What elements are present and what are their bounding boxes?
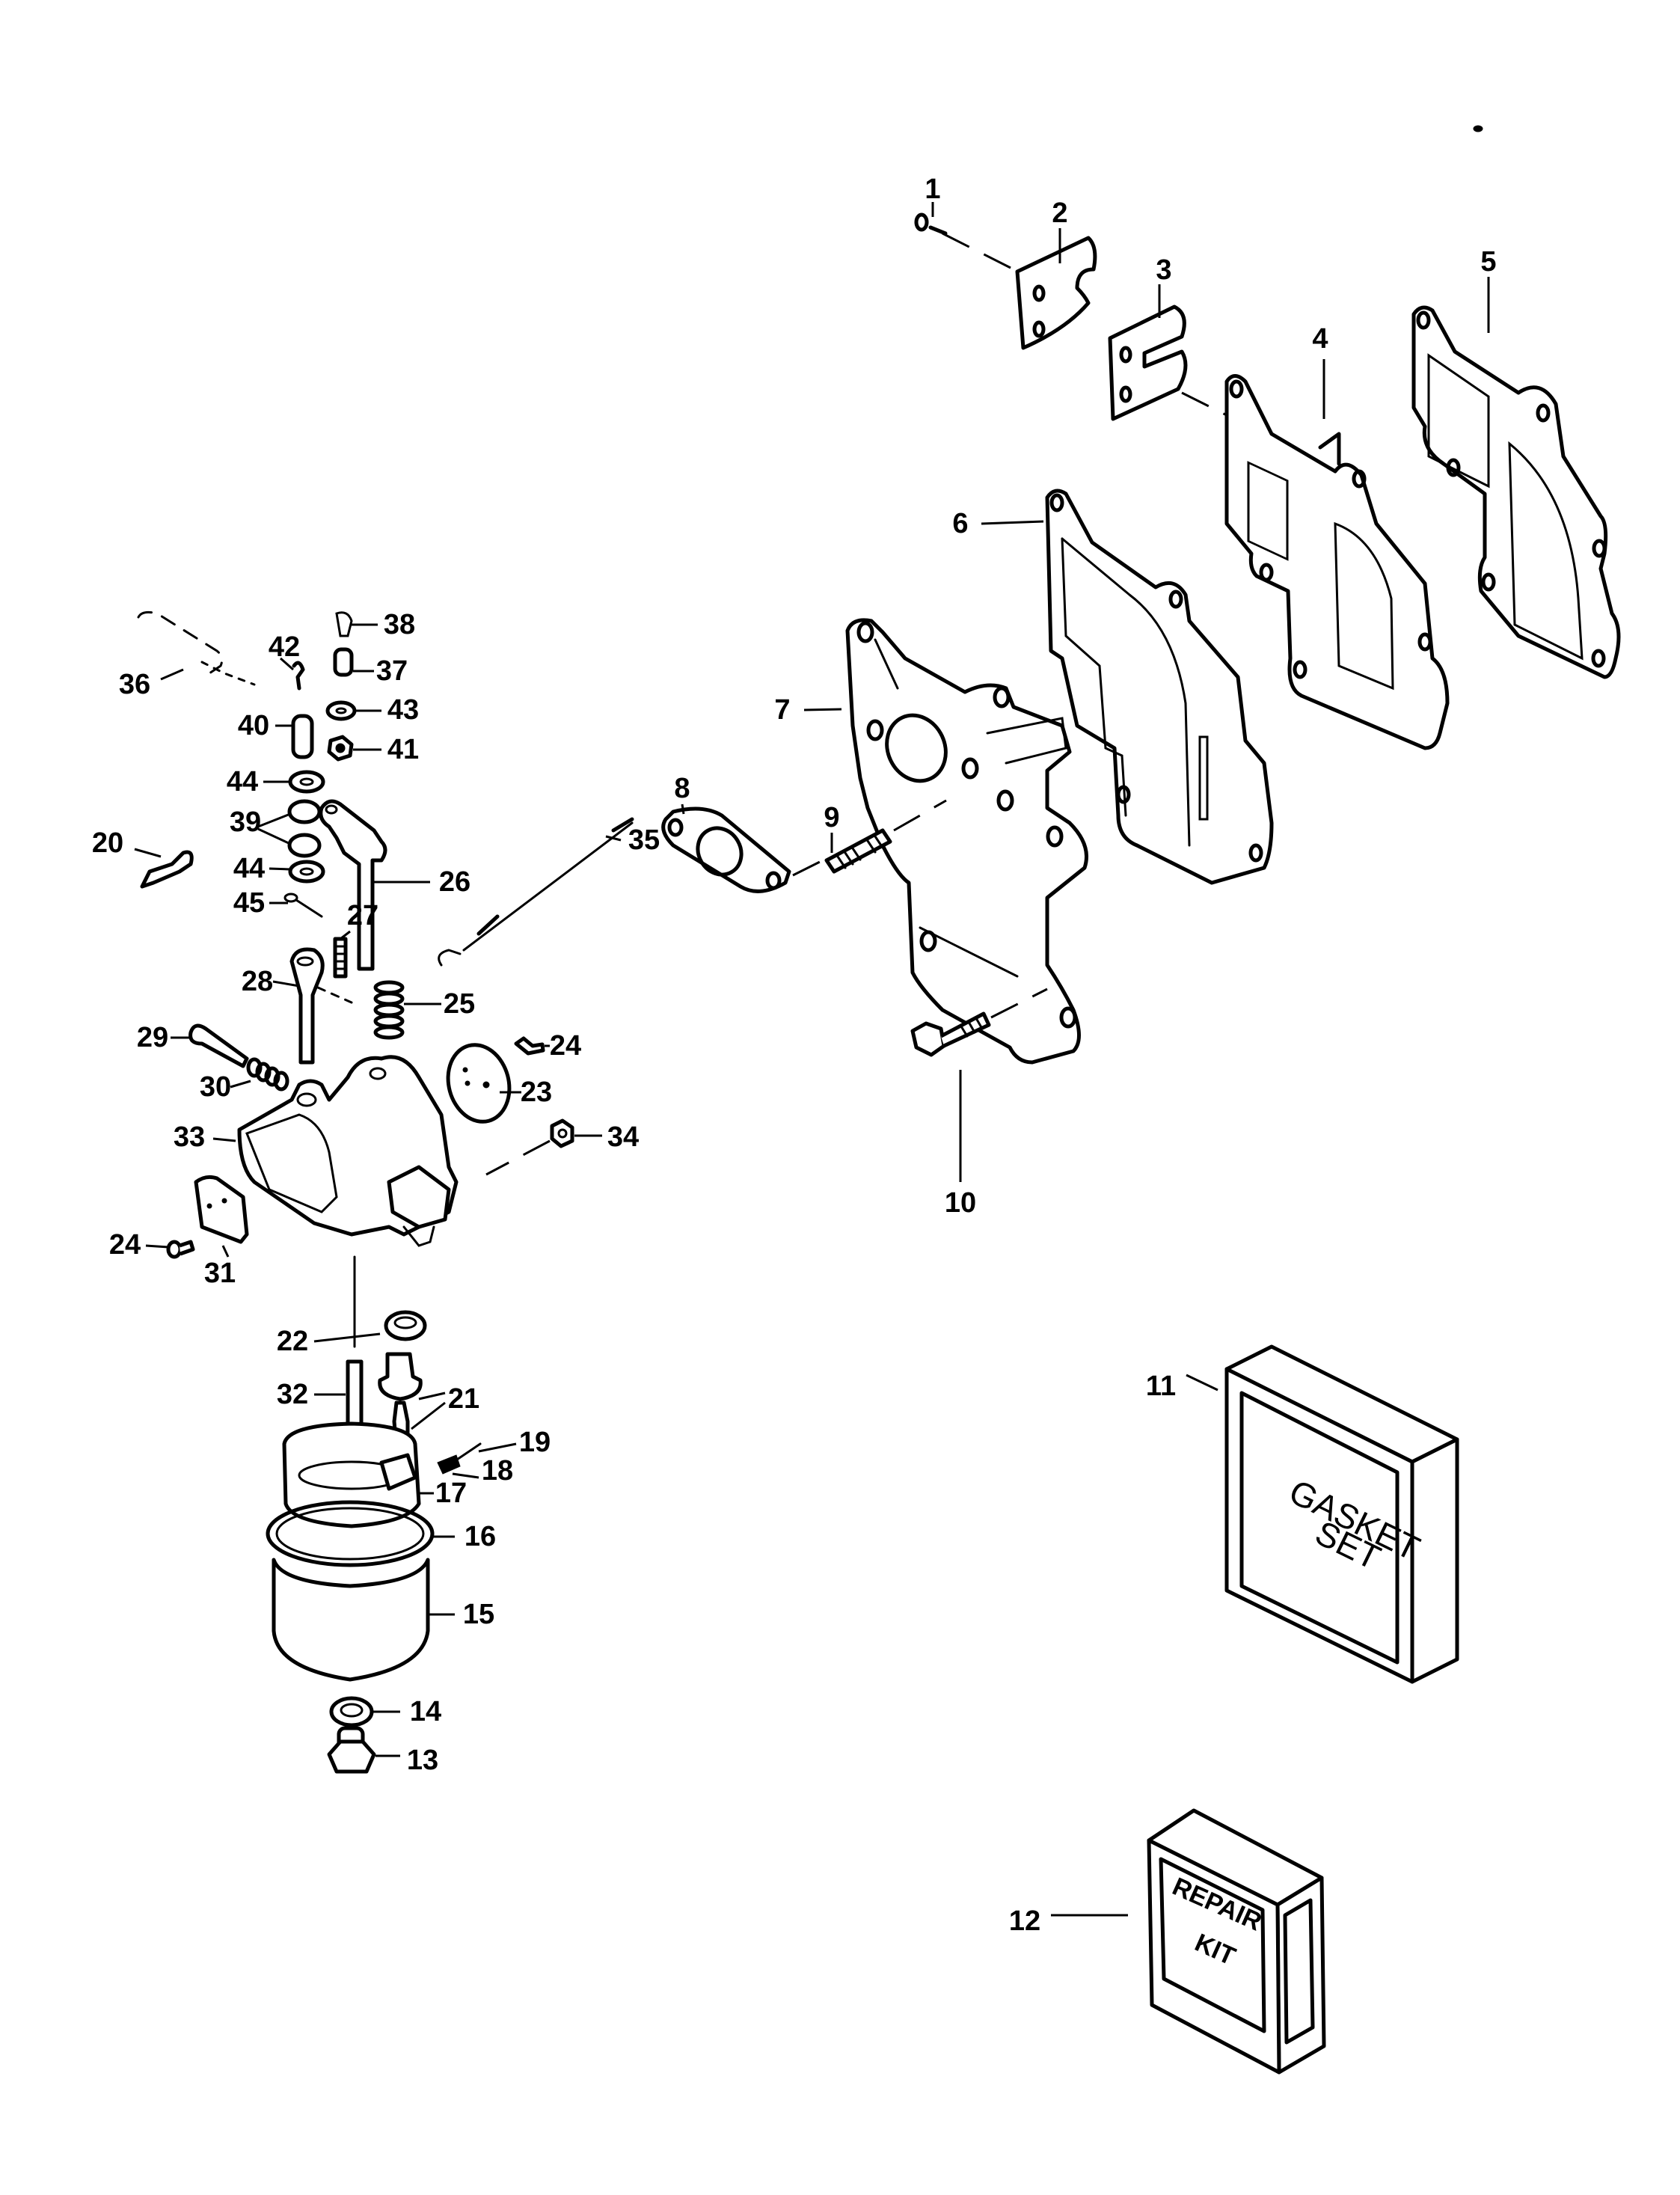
throttle-shaft-part-28 [272, 947, 353, 1065]
callout-24-lower: 24 [108, 1229, 141, 1261]
callout-3: 3 [1156, 254, 1172, 286]
repair-kit-box-part-12: REPAIR KIT [1051, 1808, 1326, 2075]
callout-36: 36 [118, 669, 151, 700]
callout-7: 7 [774, 694, 791, 726]
callout-12: 12 [1008, 1905, 1041, 1937]
callout-32: 32 [276, 1379, 309, 1410]
float-part-17 [282, 1421, 434, 1528]
callout-10: 10 [944, 1187, 977, 1219]
intake-manifold-part-7 [803, 618, 1088, 1065]
assembly-centerline [1181, 391, 1227, 417]
spring-part-27 [333, 930, 351, 979]
callout-22: 22 [276, 1326, 309, 1357]
gasket-set-box-part-11: GASKET SET [1186, 1344, 1459, 1684]
spring-part-18 [437, 1454, 479, 1479]
reed-valve-part-3 [1108, 284, 1188, 421]
drain-plug-part-13 [327, 1726, 400, 1774]
callout-35: 35 [628, 824, 660, 856]
callout-25: 25 [443, 988, 476, 1020]
callout-15: 15 [462, 1599, 495, 1630]
connector-part-20 [134, 848, 194, 889]
assembly-centerline [990, 988, 1048, 1019]
callout-40: 40 [237, 710, 270, 741]
spring-part-30 [230, 1057, 289, 1092]
callout-13: 13 [406, 1745, 439, 1776]
callout-43: 43 [387, 694, 420, 726]
callout-28: 28 [241, 966, 274, 997]
bowl-gasket-part-16 [266, 1500, 455, 1567]
bolt-part-10 [910, 1011, 991, 1182]
callout-37: 37 [375, 655, 408, 687]
callout-41: 41 [387, 734, 420, 765]
bushings-part-39 [257, 799, 322, 858]
callout-44-upper: 44 [226, 766, 259, 798]
callout-1: 1 [925, 174, 941, 205]
reed-block-part-4 [1224, 359, 1450, 750]
link-rod-part-35 [438, 817, 634, 967]
callout-20: 20 [91, 827, 124, 859]
choke-plate-part-31 [194, 1175, 249, 1258]
callout-42: 42 [268, 631, 301, 663]
bushing-part-40 [275, 714, 314, 759]
spring-part-25 [373, 980, 441, 1040]
callout-38: 38 [383, 609, 416, 640]
callout-27: 27 [346, 900, 379, 931]
callout-18: 18 [481, 1455, 514, 1487]
callout-16: 16 [464, 1521, 497, 1552]
throttle-lever-part-26 [319, 799, 430, 971]
sleeve-part-37 [333, 647, 374, 677]
callout-44-lower: 44 [233, 853, 266, 884]
callout-26: 26 [438, 866, 471, 898]
washer-part-44-upper [263, 770, 325, 794]
callout-39: 39 [229, 806, 262, 838]
callout-45: 45 [233, 887, 266, 919]
callout-6: 6 [952, 508, 969, 539]
reed-stop-part-2 [1015, 228, 1097, 350]
reed-block-gasket-part-5 [1411, 277, 1621, 679]
assembly-centerline [942, 232, 1014, 271]
callout-2: 2 [1052, 198, 1068, 229]
carburetor-body-part-33 [212, 1055, 459, 1247]
callout-34: 34 [607, 1121, 640, 1153]
callout-31: 31 [203, 1258, 236, 1289]
assembly-centerline [485, 1139, 551, 1176]
callout-14: 14 [409, 1696, 442, 1727]
callout-17: 17 [435, 1478, 467, 1509]
callout-11: 11 [1145, 1371, 1177, 1402]
stud-part-9 [824, 828, 892, 874]
float-bowl-part-15 [272, 1558, 455, 1682]
washer-part-44-lower [269, 860, 325, 884]
callout-19: 19 [518, 1427, 551, 1458]
choke-linkage-part-36 [137, 610, 256, 686]
callout-5: 5 [1480, 246, 1497, 278]
reed-screw-part-1 [914, 202, 948, 236]
cotter-pin-part-45 [269, 893, 323, 918]
diaphragm-part-23 [446, 1043, 521, 1124]
carburetor-gasket-part-8 [661, 803, 791, 893]
washer-part-43 [325, 700, 381, 721]
callout-4: 4 [1312, 323, 1328, 355]
clip-part-42 [280, 657, 305, 691]
assembly-centerline [893, 799, 947, 832]
nut-part-41 [327, 735, 381, 762]
callout-29: 29 [136, 1022, 169, 1053]
assembly-centerline [792, 859, 824, 877]
print-mark [1473, 125, 1483, 132]
screw-part-24-upper [514, 1036, 550, 1056]
callout-8: 8 [674, 773, 690, 804]
callout-21: 21 [447, 1383, 480, 1415]
screw-part-29 [171, 1023, 249, 1068]
screw-part-24-lower [145, 1240, 195, 1259]
callout-24-upper: 24 [549, 1030, 582, 1062]
washer-part-22 [313, 1310, 427, 1343]
callout-23: 23 [520, 1077, 553, 1108]
manifold-gasket-part-6 [981, 489, 1274, 885]
nut-part-34 [550, 1118, 602, 1148]
callout-9: 9 [824, 802, 840, 833]
callout-33: 33 [173, 1121, 206, 1153]
pin-part-38 [335, 611, 378, 637]
washer-part-14 [329, 1696, 400, 1727]
callout-30: 30 [199, 1071, 232, 1103]
